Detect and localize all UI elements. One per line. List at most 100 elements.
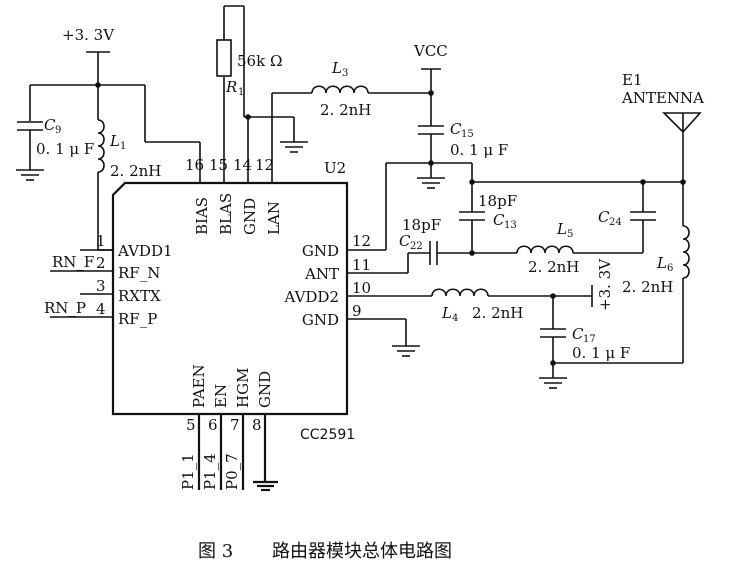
pin-10-number: 10: [352, 279, 371, 297]
capacitor-c13: [459, 211, 485, 221]
pin-5-number: 5: [186, 416, 196, 434]
pin-12-number: 12: [352, 232, 371, 250]
r1-value: 56k Ω: [237, 52, 282, 70]
pin-4-name: RF_P: [118, 310, 157, 328]
c9-letter: C: [44, 116, 56, 134]
net-3v3-right: +3. 3V: [596, 258, 614, 311]
c17-letter: C: [572, 325, 584, 343]
top-left-supply: +3. 3V C 9 0. 1 μ F L 1 2. 2nH: [16, 26, 200, 251]
l6-letter: L: [656, 254, 667, 272]
capacitor-c15: [418, 125, 444, 135]
pin-6-number: 6: [208, 416, 218, 434]
inductor-l4: [431, 288, 489, 297]
pin-15-name: BLAS: [217, 193, 235, 235]
figure-number: 图 3: [198, 541, 233, 562]
pin-3-number: 3: [96, 277, 106, 295]
figure-title: 路由器模块总体电路图: [272, 541, 452, 562]
pin-1-number: 1: [96, 232, 106, 250]
l3-letter: L: [331, 59, 342, 77]
pin-6-name: EN: [212, 384, 230, 408]
c24-sub: 24: [609, 217, 622, 228]
capacitor-c22: [429, 241, 438, 265]
net-vcc: VCC: [413, 42, 448, 60]
avdd2-network: +3. 3V L 4 2. 2nH C 17 0. 1 μ F: [431, 258, 683, 389]
capacitor-c17: [540, 328, 566, 338]
c9-value: 0. 1 μ F: [36, 140, 94, 158]
r1-sub: 1: [238, 87, 244, 98]
c22-value: 18pF: [402, 216, 441, 234]
chip-ref-label: U2: [324, 159, 346, 177]
pin-14-name: GND: [241, 198, 259, 235]
pin-10-name: AVDD2: [283, 288, 339, 306]
c22-sub: 22: [410, 241, 423, 252]
l4-sub: 4: [452, 313, 458, 324]
chip-part-label: CC2591: [300, 427, 355, 443]
capacitor-c24: [630, 211, 656, 221]
l1-value: 2. 2nH: [110, 162, 161, 180]
inductor-l5: [516, 245, 574, 254]
c24-letter: C: [598, 208, 610, 226]
right-pins: 12 11 10 9 GND ANT AVDD2 GND: [283, 232, 432, 329]
c17-sub: 17: [583, 334, 596, 345]
pin-4-number: 4: [96, 300, 106, 318]
inductor-l3: [311, 85, 369, 94]
l5-sub: 5: [567, 229, 573, 240]
pin-16-number: 16: [185, 156, 204, 174]
pin-1-name: AVDD1: [117, 242, 173, 260]
top-pins: 16 15 14 12 BIAS BLAS GND LAN: [185, 77, 283, 235]
cc2591-chip-body: [111, 181, 349, 416]
c13-letter: C: [493, 211, 505, 229]
l4-letter: L: [441, 304, 452, 322]
r1-letter: R: [225, 78, 237, 96]
c17-value: 0. 1 μ F: [572, 344, 630, 362]
l5-value: 2. 2nH: [528, 258, 579, 276]
c15-sub: 15: [461, 129, 474, 140]
l6-value: 2. 2nH: [622, 278, 673, 296]
pin-12-name: GND: [302, 242, 339, 260]
l6-sub: 6: [667, 263, 673, 274]
pin-5-name: PAEN: [190, 364, 208, 408]
ground-symbol-c15: [417, 177, 445, 189]
pin-12-top-number: 12: [255, 156, 274, 174]
pin-16-name: BIAS: [193, 197, 211, 235]
pin-11-number: 11: [352, 256, 371, 274]
pin-9-name: GND: [302, 311, 339, 329]
l3-sub: 3: [342, 68, 348, 79]
capacitor-c9: [17, 121, 43, 131]
resistor-r1: [216, 39, 232, 77]
c15-value: 0. 1 μ F: [450, 141, 508, 159]
inductor-l6: [682, 225, 690, 279]
vcc-network: L 3 2. 2nH VCC C 15 0. 1 μ F: [272, 42, 508, 250]
pin-8-number: 8: [252, 416, 262, 434]
rf-matching-network: 18pF C 13 18pF C 22 L 5 2. 2nH C 24: [399, 163, 683, 276]
pin-2-name: RF_N: [118, 264, 160, 282]
left-pins: 1 2 3 4 AVDD1 RF_N RXTX RF_P RN_F RN_P: [44, 232, 173, 328]
antenna-ref: E1: [622, 71, 643, 89]
ground-symbol-c9: [16, 169, 44, 181]
antenna-network: E1 ANTENNA L 6 2. 2nH: [621, 71, 704, 363]
pin-8-name: GND: [256, 371, 274, 408]
c9-sub: 9: [55, 125, 61, 136]
ground-symbol-pin8: [253, 480, 278, 492]
net-p0-7: P0_7: [223, 453, 241, 490]
l1-letter: L: [109, 132, 120, 150]
pin-14-number: 14: [233, 156, 252, 174]
pin-11-name: ANT: [304, 265, 339, 283]
l5-letter: L: [556, 220, 567, 238]
pin-7-number: 7: [230, 416, 240, 434]
c22-letter: C: [399, 232, 411, 250]
pin-9-number: 9: [352, 302, 362, 320]
pin-2-number: 2: [96, 254, 106, 272]
net-rn-p: RN_P: [44, 299, 86, 317]
net-p1-1: P1_1: [179, 453, 197, 490]
ground-symbol-gnd14: [280, 141, 308, 153]
c15-letter: C: [450, 120, 462, 138]
net-rn-f: RN_F: [52, 253, 94, 271]
pin-12-top-name: LAN: [265, 201, 283, 235]
bottom-pins: 5 6 7 8 PAEN EN HGM GND P1_1 P1_4 P0_7: [179, 364, 278, 492]
l3-value: 2. 2nH: [320, 101, 371, 119]
l1-sub: 1: [120, 141, 126, 152]
antenna-name: ANTENNA: [621, 89, 704, 107]
net-p1-4: P1_4: [201, 453, 219, 490]
